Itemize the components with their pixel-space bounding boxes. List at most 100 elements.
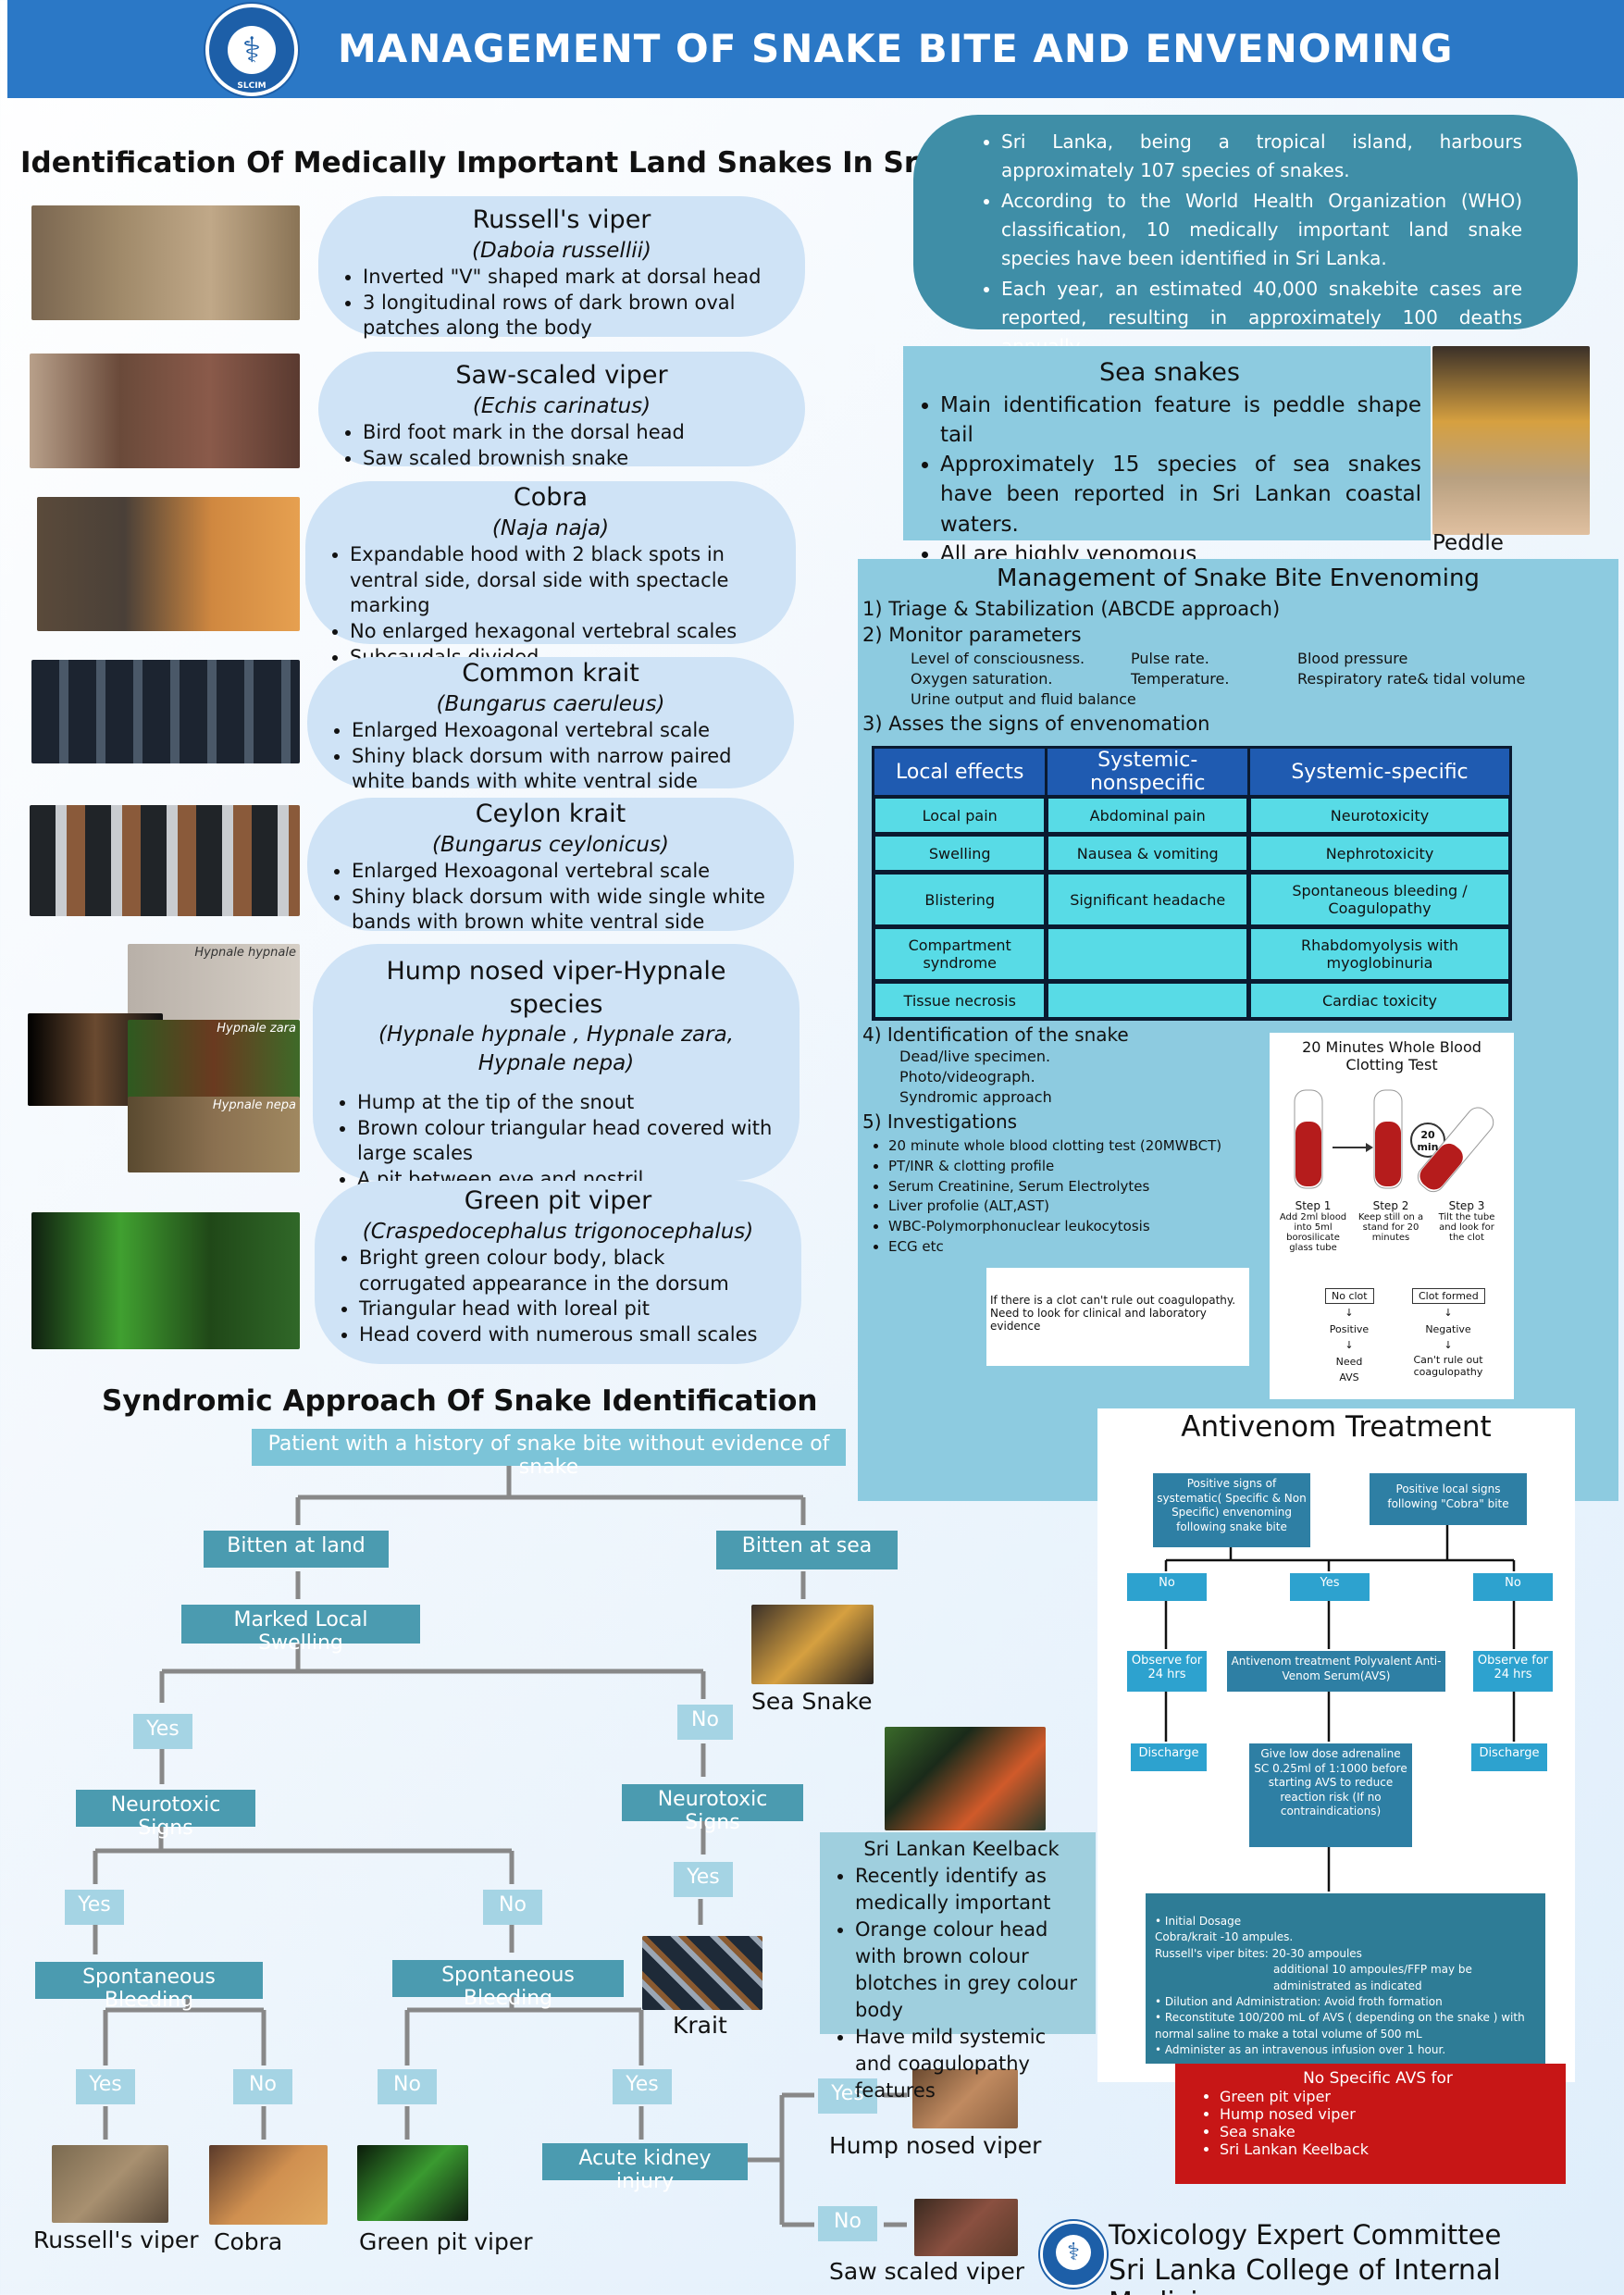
flow-yes: Yes xyxy=(65,1890,124,1925)
flow-cobra-label: Cobra xyxy=(214,2228,283,2255)
keelback-point: Recently identify as medically important xyxy=(855,1863,1086,1917)
flow-yes: Yes xyxy=(76,2069,135,2104)
green-pit-viper-photo xyxy=(31,1212,300,1349)
flow-saw-label: Saw scaled viper xyxy=(829,2258,1025,2285)
dosage-line: Initial Dosage xyxy=(1164,1915,1242,1928)
dosage-line: Russell's viper bites: 20-30 ampoules xyxy=(1155,1946,1362,1960)
identification-title: Identification Of Medically Important La… xyxy=(20,146,1035,180)
snake-feature: Inverted "V" shaped mark at dorsal head xyxy=(363,265,781,291)
investigation: Serum Creatinine, Serum Electrolytes xyxy=(888,1177,1221,1197)
param: Respiratory rate& tidal volume xyxy=(1297,670,1526,688)
flow-bleeding-1: Spontaneous Bleeding xyxy=(35,1962,263,2012)
investigation: WBC-Polymorphonuclear leukocytosis xyxy=(888,1217,1221,1237)
avs-box: Antivenom treatment Polyvalent Anti-Veno… xyxy=(1227,1651,1445,1692)
flow-neurotoxic-2: Neurotoxic Signs xyxy=(622,1784,803,1834)
intro-point: Each year, an estimated 40,000 snakebite… xyxy=(1001,275,1522,361)
ceylon-krait-photo xyxy=(30,805,300,916)
param: Oxygen saturation. xyxy=(911,670,1053,688)
table-cell: Blistering xyxy=(874,874,1046,925)
snake-feature: Expandable hood with 2 black spots in ve… xyxy=(350,542,772,619)
snake-feature: Head coverd with numerous small scales xyxy=(359,1322,777,1348)
snake-name: Green pit viper xyxy=(464,1186,652,1215)
step-desc: Keep still on a stand for 20 minutes xyxy=(1357,1212,1424,1243)
no-clot-box: No clot xyxy=(1325,1288,1374,1304)
dosage-line: Administer as an intravenous infusion ov… xyxy=(1164,2043,1446,2057)
photo-label: Hypnale hypnale xyxy=(194,946,296,960)
syndromic-title: Syndromic Approach Of Snake Identificati… xyxy=(102,1384,818,1418)
flow-bitten-land: Bitten at land xyxy=(204,1531,389,1568)
snake-name: Common krait xyxy=(462,659,639,688)
snake-sci-name: (Bungarus ceylonicus) xyxy=(432,832,669,857)
table-header: Systemic-specific xyxy=(1250,749,1509,795)
flow-krait-label: Krait xyxy=(673,2012,727,2039)
snake-feature: Hump at the tip of the snout xyxy=(357,1090,775,1116)
russells-viper-photo xyxy=(31,205,300,320)
dosage-line: Reconstitute 100/200 mL of AVS ( dependi… xyxy=(1155,2011,1525,2041)
keelback-box: Sri Lankan Keelback Recently identify as… xyxy=(820,1832,1096,2102)
av-yes: Yes xyxy=(1290,1573,1370,1601)
footer-college: Sri Lanka College of Internal Medicine xyxy=(1109,2254,1501,2295)
no-avs-title: No Specific AVS for xyxy=(1303,2069,1453,2088)
need-avs-label: Need AVS xyxy=(1335,1355,1363,1384)
investigation: 20 minute whole blood clotting test (20M… xyxy=(888,1136,1221,1157)
dosage-box: • Initial Dosage Cobra/krait -10 ampules… xyxy=(1146,1893,1545,2064)
observe-box-2: Observe for 24 hrs xyxy=(1473,1651,1553,1692)
investigation: Liver profolie (ALT,AST) xyxy=(888,1197,1221,1217)
flow-yes: Yes xyxy=(818,2078,877,2114)
snake-name: Russell's viper xyxy=(472,205,651,234)
snake-feature: Saw scaled brownish snake xyxy=(363,446,781,472)
photo-label: Hypnale zara xyxy=(217,1022,296,1036)
ceylon-krait-card: Ceylon krait (Bungarus ceylonicus) Enlar… xyxy=(307,798,794,933)
dosage-line: Cobra/krait -10 ampules. xyxy=(1155,1930,1294,1944)
table-cell: Cardiac toxicity xyxy=(1250,983,1509,1018)
step-desc: Add 2ml blood into 5ml borosilicate glas… xyxy=(1279,1212,1347,1253)
management-title: Management of Snake Bite Envenoming xyxy=(997,564,1480,592)
flow-sea-snake-label: Sea Snake xyxy=(751,1688,873,1715)
snake-sci-name: (Echis carinatus) xyxy=(472,393,651,418)
table-cell xyxy=(1048,983,1247,1018)
step-desc: Tilt the tube and look for the clot xyxy=(1438,1212,1495,1243)
hypnale-hypnale-photo: Hypnale hypnale xyxy=(128,944,300,1020)
green-pit-viper-card: Green pit viper (Craspedocephalus trigon… xyxy=(315,1181,801,1364)
green-pit-flow-photo xyxy=(357,2145,468,2221)
snake-sci-name: (Daboia russellii) xyxy=(472,238,651,263)
saw-scaled-viper-photo xyxy=(30,354,300,468)
step-identification: 4) Identification of the snake xyxy=(862,1023,1129,1046)
table-cell: Abdominal pain xyxy=(1048,798,1247,833)
photo-label: Hypnale nepa xyxy=(212,1098,296,1112)
table-cell: Nausea & vomiting xyxy=(1048,836,1247,871)
snake-sci-name: (Craspedocephalus trigonocephalus) xyxy=(362,1219,754,1244)
flow-no: No xyxy=(483,1890,542,1925)
step-title: Step 1 xyxy=(1295,1199,1332,1212)
table-cell: Nephrotoxicity xyxy=(1250,836,1509,871)
step-monitor: 2) Monitor parameters xyxy=(862,624,1082,646)
id-item: Dead/live specimen. xyxy=(899,1048,1051,1065)
sea-snakes-title: Sea snakes xyxy=(1099,358,1240,387)
table-cell: Tissue necrosis xyxy=(874,983,1046,1018)
step-title: Step 2 xyxy=(1372,1199,1409,1212)
investigation: PT/INR & clotting profile xyxy=(888,1157,1221,1177)
table-header: Systemic-nonspecific xyxy=(1048,749,1247,795)
no-avs-item: Hump nosed viper xyxy=(1220,2105,1553,2123)
antivenom-title: Antivenom Treatment xyxy=(1181,1410,1492,1444)
peddle-label: Peddle xyxy=(1432,531,1504,555)
wbct-title: 20 Minutes Whole Blood Clotting Test xyxy=(1302,1038,1481,1073)
snake-feature: Triangular head with loreal pit xyxy=(359,1296,777,1322)
step-investigations: 5) Investigations xyxy=(862,1110,1018,1133)
dosage-line: Dilution and Administration: Avoid froth… xyxy=(1164,1994,1443,2008)
flow-local-swelling: Marked Local Swelling xyxy=(181,1605,420,1655)
table-cell: Rhabdomyolysis with myoglobinuria xyxy=(1250,928,1509,980)
snake-feature: Enlarged Hexoagonal vertebral scale xyxy=(352,718,770,744)
table-cell: Significant headache xyxy=(1048,874,1247,925)
flow-yes: Yes xyxy=(133,1714,192,1749)
hypnale-zara-photo: Hypnale zara xyxy=(128,1020,300,1103)
flow-hump-label: Hump nosed viper xyxy=(829,2132,1042,2159)
snake-name: Cobra xyxy=(513,483,589,512)
sea-snakes-box: Sea snakes Main identification feature i… xyxy=(903,346,1431,566)
keelback-photo xyxy=(885,1727,1046,1830)
snake-feature: Brown colour triangular head covered wit… xyxy=(357,1116,775,1167)
keelback-title: Sri Lankan Keelback xyxy=(863,1838,1060,1860)
snake-feature: Bright green colour body, black corrugat… xyxy=(359,1246,777,1296)
